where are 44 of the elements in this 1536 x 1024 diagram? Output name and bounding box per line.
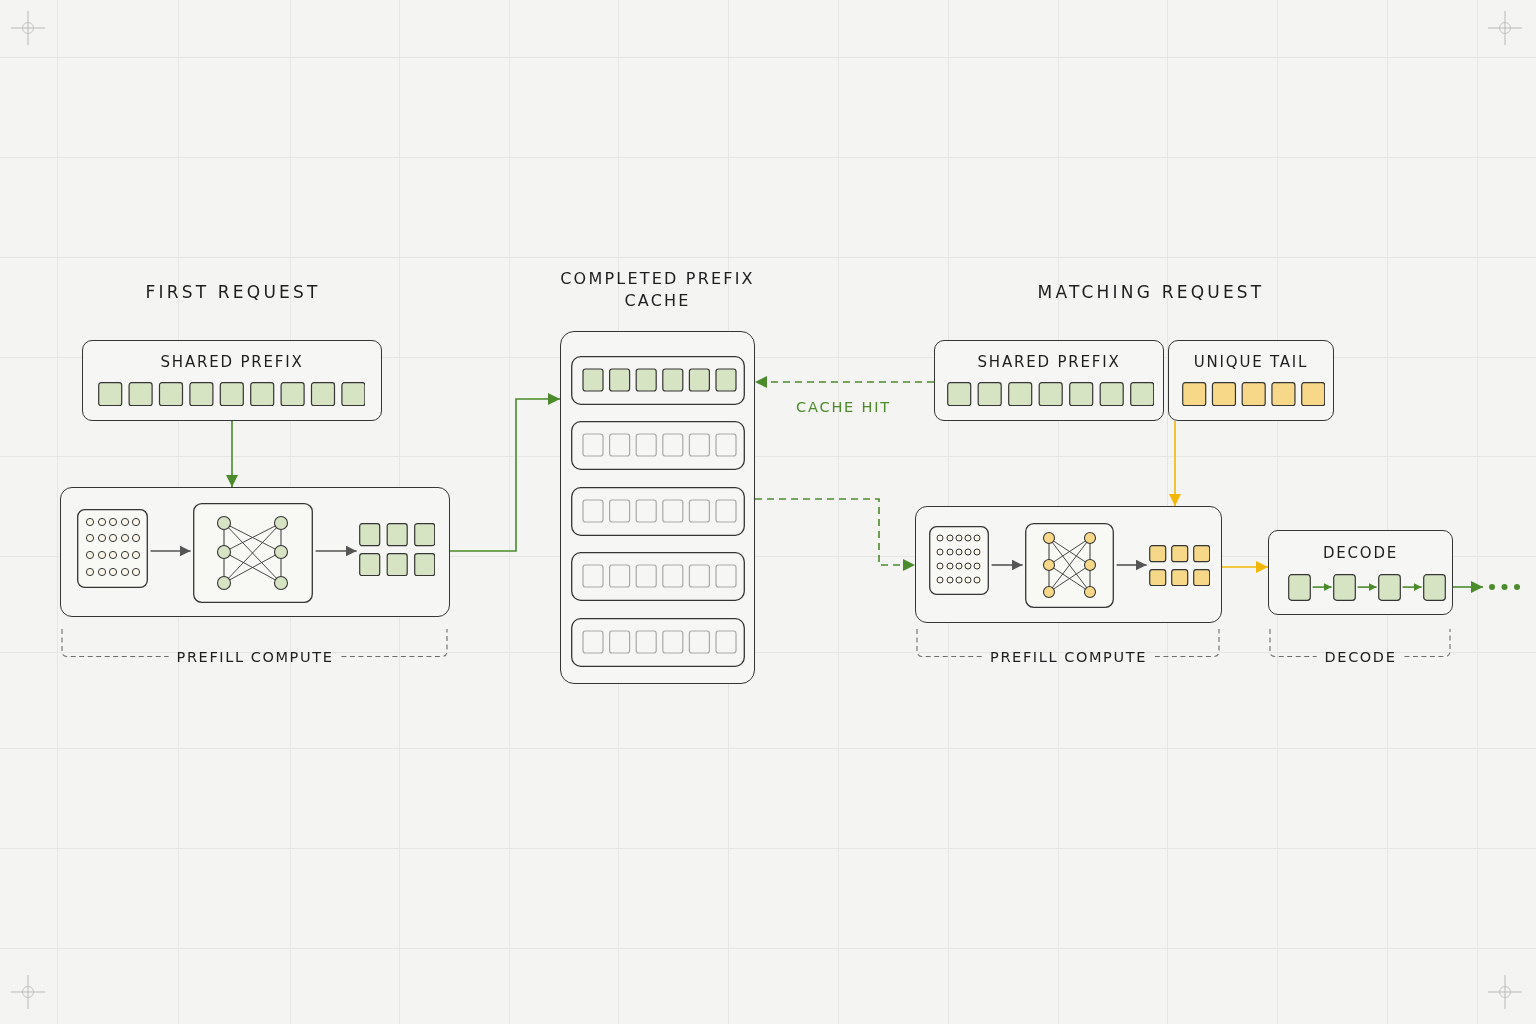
- token-panel: [934, 340, 1164, 421]
- arrow: [149, 545, 192, 557]
- token-panel: [1168, 340, 1334, 421]
- neural-network: [1024, 522, 1114, 608]
- cache-slot: [570, 486, 745, 536]
- dashed-arrow: [754, 376, 935, 388]
- arrow: [1115, 559, 1148, 571]
- panel-title: DECODE: [1322, 544, 1399, 562]
- bracket-label: PREFILL COMPUTE: [990, 648, 1147, 666]
- arrow: [1401, 583, 1423, 592]
- bracket-label: DECODE: [1324, 648, 1397, 666]
- bracket-label: PREFILL COMPUTE: [176, 648, 334, 666]
- dashed-arrow: [754, 498, 916, 571]
- output-token: [1287, 573, 1311, 601]
- arrow: [1452, 581, 1484, 593]
- cache-slot: [570, 421, 745, 471]
- cache-slot: [570, 617, 745, 667]
- prefill-panel: [915, 506, 1222, 623]
- panel-title: SHARED PREFIX: [160, 353, 304, 371]
- arrow: [449, 393, 561, 552]
- token-grid: [1148, 544, 1210, 586]
- arrow: [226, 420, 238, 488]
- edge-label: CACHE HIT: [796, 398, 891, 416]
- arrow: [1311, 583, 1333, 592]
- section-heading: FIRST REQUEST: [145, 281, 321, 303]
- input-matrix: [928, 525, 989, 595]
- decode-panel: [1268, 530, 1453, 615]
- arrow: [1356, 583, 1378, 592]
- panel-heading: COMPLETED PREFIX CACHE: [559, 268, 756, 312]
- arrow: [1221, 561, 1269, 573]
- output-token: [1422, 573, 1446, 601]
- cache-slot: [570, 552, 745, 602]
- panel-title: SHARED PREFIX: [977, 353, 1121, 371]
- cache-slot: [570, 355, 745, 405]
- arrow: [990, 559, 1024, 571]
- arrow: [314, 545, 358, 557]
- output-token: [1332, 573, 1356, 601]
- arrow: [1169, 420, 1181, 507]
- panel-title: UNIQUE TAIL: [1193, 353, 1309, 371]
- token-grid: [358, 522, 435, 576]
- token-panel: [82, 340, 382, 421]
- section-heading: MATCHING REQUEST: [1037, 281, 1265, 303]
- input-matrix: [76, 508, 148, 588]
- output-token: [1377, 573, 1401, 601]
